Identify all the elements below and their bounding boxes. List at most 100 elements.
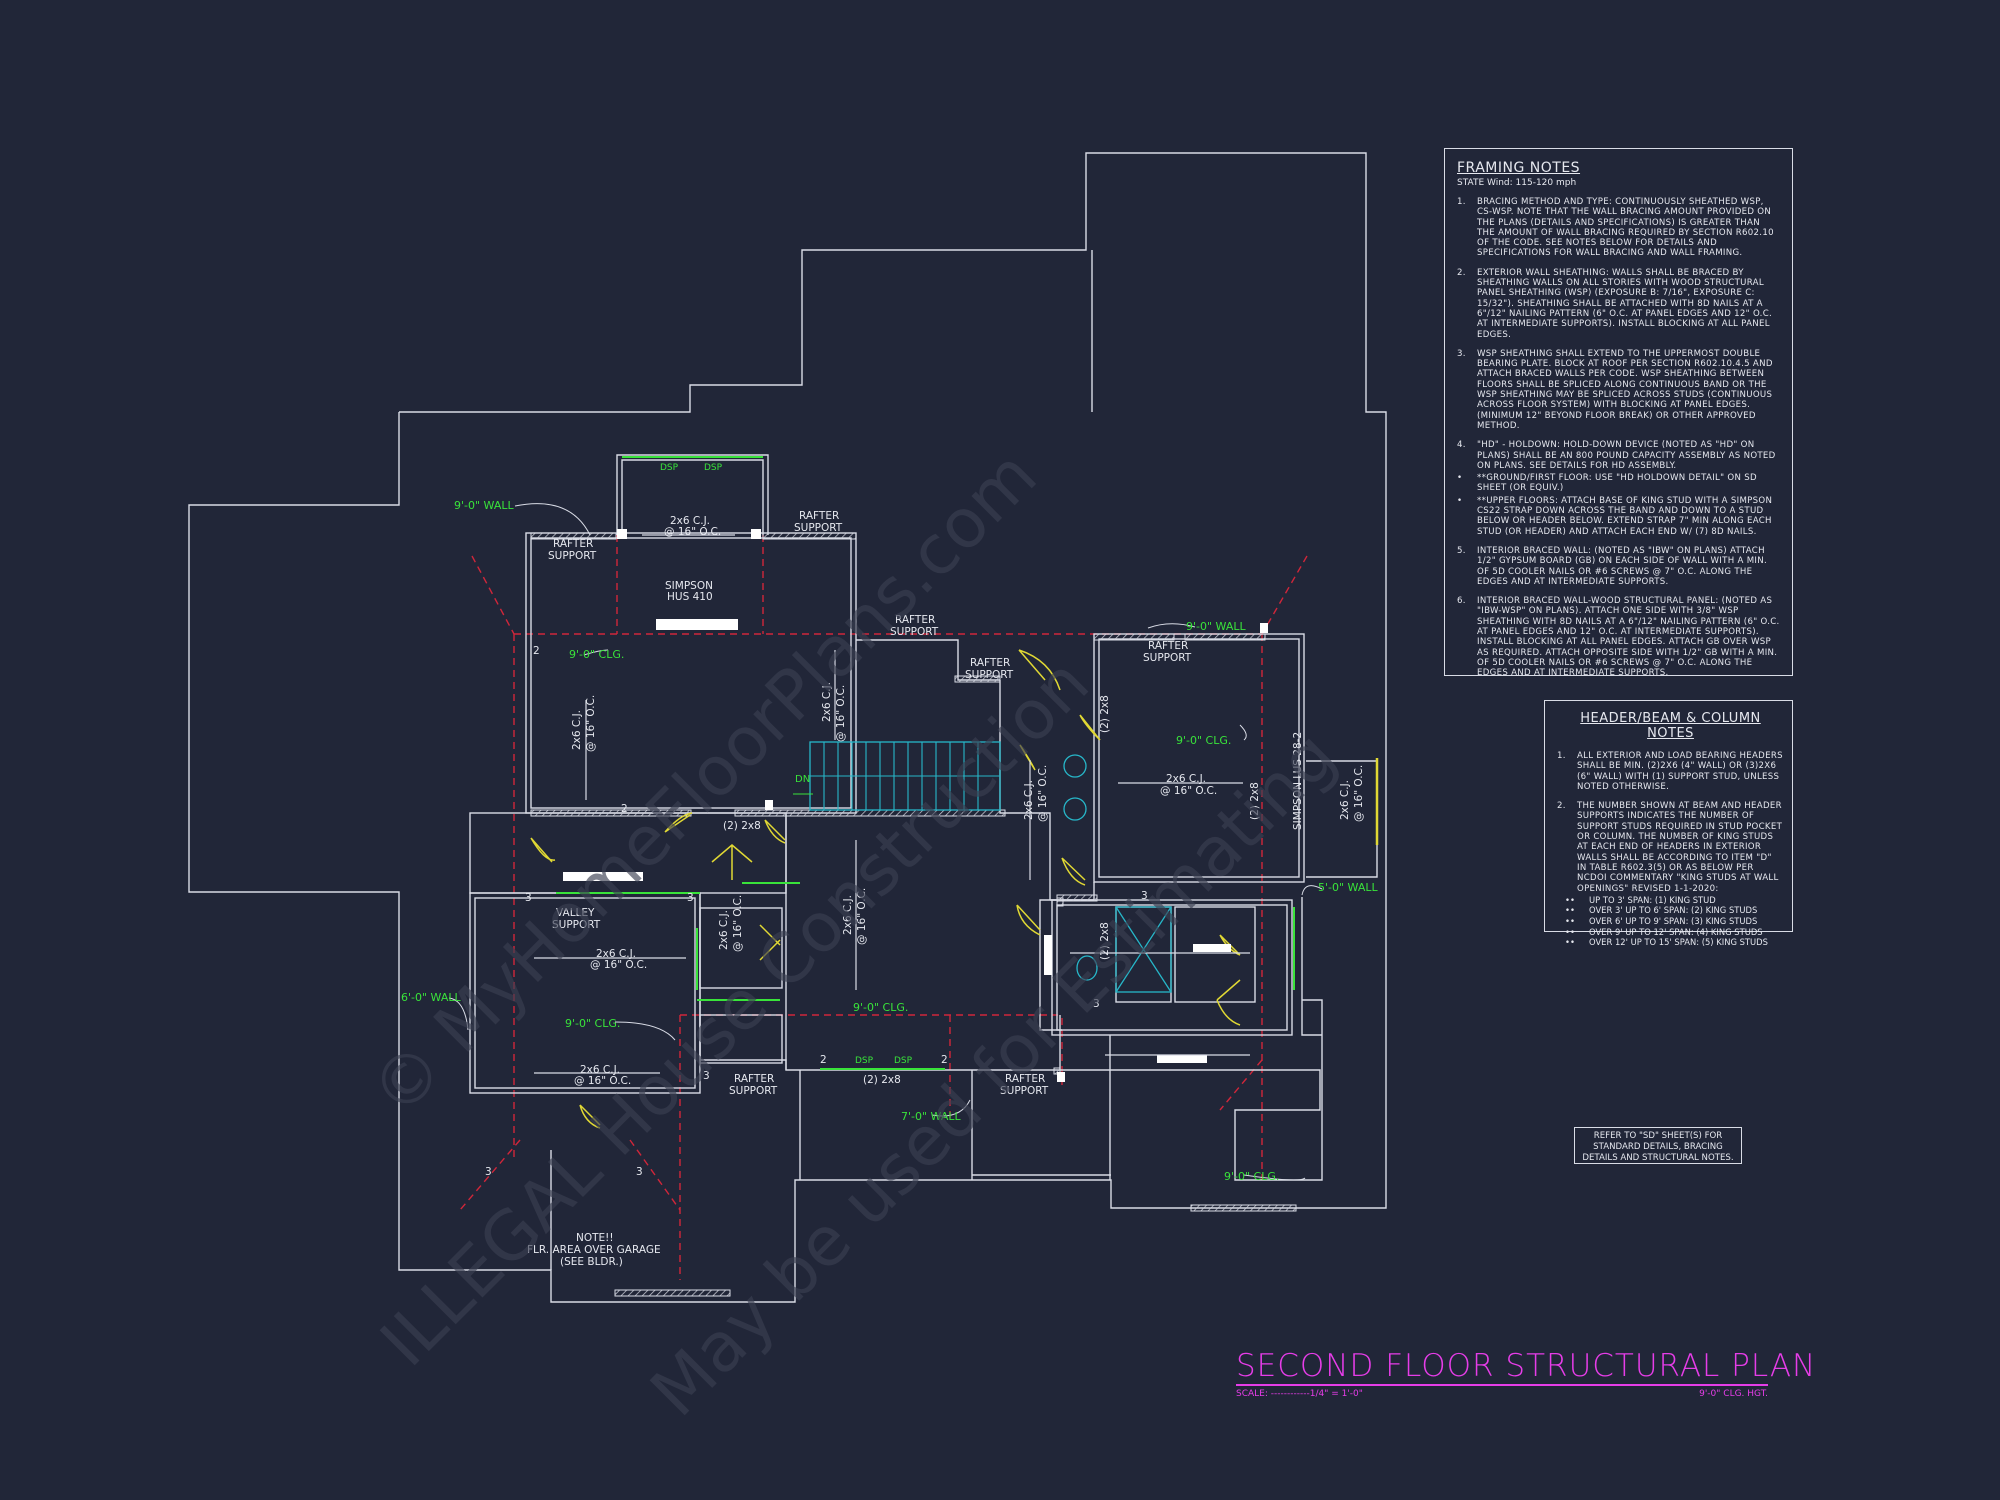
label-2x8-a: (2) 2x8 [723,820,761,832]
label-num-2a: 2 [533,645,540,657]
label-9ft-wall-left: 9'-0" WALL [454,499,514,512]
framing-note: 1.Bracing method and type: continuously … [1457,197,1780,259]
label-rafter-2: RAFTER [799,510,839,522]
stair [793,741,1001,811]
label-oc-bed2: @ 16" O.C. [574,1075,631,1087]
beam-lines [459,535,1308,1280]
span-rule-text: Over 9' up to 12' span: (4) king studs [1589,926,1763,937]
framing-note: 5. Interior braced wall: (noted as "IBW" … [1457,546,1780,587]
label-support-7: SUPPORT [1000,1085,1049,1097]
span-rule: ••Over 6' up to 9' span: (3) king studs [1565,916,1758,927]
roof-outline [188,152,1387,1303]
label-rafter-4: RAFTER [970,657,1010,669]
framing-notes-subtitle: STATE Wind: 115-120 mph [1457,178,1577,188]
refer-line: Refer to "SD" sheet(s) for [1593,1131,1723,1141]
label-cj-bath: 2x6 C.J. [1023,780,1035,820]
note-text: **Ground/First Floor: Use "HD Holdown De… [1477,473,1757,494]
label-rafter-6: RAFTER [734,1073,774,1085]
label-num-3e: 3 [703,1070,710,1082]
framing-note: •**Upper Floors: Attach base of king stu… [1457,496,1780,537]
framing-note: • **Ground/First Floor: Use "HD Holdown D… [1457,473,1780,494]
garage-note-2: FLR. AREA OVER GARAGE [527,1244,661,1256]
label-2x8-c: (2) 2x8 [1099,695,1111,733]
note-bullet: • [1457,473,1463,484]
label-2x8-d: (2) 2x8 [1249,782,1261,820]
note-text: WSP sheathing shall extend to the upperm… [1477,348,1773,431]
label-valley-support: SUPPORT [552,919,601,931]
label-support-6: SUPPORT [729,1085,778,1097]
header-notes-list: 1. All exterior and load bearing headers … [1557,751,1784,894]
note-number: 5. [1457,545,1466,556]
label-oc-bed: @ 16" O.C. [590,959,647,971]
label-oc-east: @ 16" O.C. [1353,765,1365,822]
label-cj-hall: 2x6 C.J. [821,682,833,722]
label-num-2b: 2 [621,803,628,815]
label-cj-closet: 2x6 C.J. [718,910,730,950]
label-6ft-wall: 6'-0" WALL [401,991,461,1004]
label-oc-bath: @ 16" O.C. [1037,765,1049,822]
label-rafter-7: RAFTER [1005,1073,1045,1085]
label-num-3d: 3 [1093,998,1100,1010]
garage-note-3: (SEE BLDR.) [560,1256,623,1268]
label-dsp-1: DSP [660,463,679,473]
label-dn: DN [795,774,810,785]
label-clg-1: 9'-0" CLG. [569,648,624,661]
framing-notes-list: 1.Bracing method and type: continuously … [1457,197,1780,678]
span-rule-text: Up to 3' span: (1) king stud [1589,894,1716,905]
note-number: 3. [1457,348,1466,359]
label-valley: VALLEY [556,907,595,919]
note-text: **Upper Floors: Attach base of king stud… [1477,495,1773,537]
span-rule: ••Over 3' up to 6' span: (2) king studs [1565,905,1758,916]
label-cj-east: 2x6 C.J. [1339,780,1351,820]
door-swings [530,649,1379,1129]
framing-notes-box: FRAMING NOTES STATE Wind: 115-120 mph 1.… [1444,148,1793,678]
label-2x8-e: (2) 2x8 [1099,922,1111,960]
garage-note-1: NOTE!! [576,1232,614,1244]
note-number: 4. [1457,440,1466,451]
drawing-title-block: SECOND FLOOR STRUCTURAL PLAN SCALE: ----… [1236,1348,1817,1399]
framing-note: 2. Exterior wall sheathing: walls shall b… [1457,268,1780,340]
label-num-3c: 3 [1141,890,1148,902]
label-cj-bed2: 2x6 C.J. [580,1064,620,1076]
note-text: Exterior wall sheathing: walls shall be … [1477,267,1773,340]
drawing-title: SECOND FLOOR STRUCTURAL PLAN [1236,1348,1817,1386]
label-oc-room-left: @ 16" O.C. [585,695,597,752]
header-note: 1. All exterior and load bearing headers … [1557,751,1784,792]
span-rule: ••Over 12' up to 15' span: (5) king stud… [1565,937,1768,948]
span-rule-text: Over 12' up to 15' span: (5) king studs [1589,937,1768,948]
label-dsp-2: DSP [704,463,723,473]
note-text: All exterior and load bearing headers sh… [1577,751,1783,792]
note-number: 1. [1557,751,1566,761]
label-support-2: SUPPORT [794,522,843,534]
label-support-4: SUPPORT [965,669,1014,681]
label-num-3b: 3 [687,892,694,904]
framing-note: 4."HD" - Holdown: hold-down device (note… [1457,440,1780,471]
label-dsp-3: DSP [855,1056,874,1066]
label-oc-center: @ 16" O.C. [856,888,868,945]
label-clg-3: 9'-0" CLG. [565,1017,620,1030]
label-num-3g: 3 [636,1166,643,1178]
label-support-1: SUPPORT [548,550,597,562]
note-number: 2. [1457,267,1466,278]
label-num-3f: 3 [485,1166,492,1178]
note-text: The number shown at beam and header supp… [1577,801,1783,894]
label-clg-5: 9'-0" CLG. [1224,1170,1279,1183]
dimension-arrows [534,534,1250,1074]
label-rafter-5: RAFTER [1148,640,1188,652]
beam-blocks [563,529,1268,1082]
header-notes-title: HEADER/BEAM & COLUMN NOTES [1580,711,1761,741]
header-lines [556,456,1295,1070]
refer-line: details and structural notes. [1582,1153,1734,1163]
label-support-3: SUPPORT [890,626,939,638]
label-oc-hall: @ 16" O.C. [835,685,847,742]
refer-line: standard details, bracing [1593,1142,1723,1152]
bath-fixtures [1063,754,1172,993]
span-rule-text: Over 6' up to 9' span: (3) king studs [1589,916,1758,927]
note-text: Interior braced wall: (noted as "IBW" on… [1477,545,1768,587]
leader-lines [448,503,1323,1181]
label-rafter-3: RAFTER [895,614,935,626]
ceiling-height: 9'-0" CLG. HGT. [1699,1389,1768,1399]
note-number: 1. [1457,197,1466,207]
label-clg-2: 9'-0" CLG. [1176,734,1231,747]
